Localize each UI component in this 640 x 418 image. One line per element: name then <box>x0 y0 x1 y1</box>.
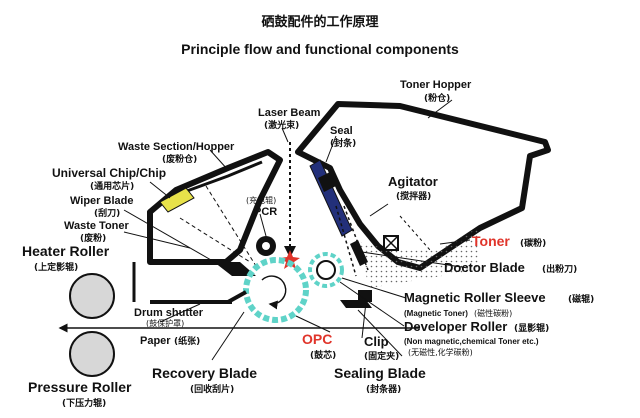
toner-hopper-body <box>295 101 551 271</box>
label-toner-hopper-cn: (粉仓) <box>424 92 450 104</box>
label-pcr-cn: (充电辊) <box>246 195 276 205</box>
clip <box>358 290 372 302</box>
label-laser-beam: Laser Beam <box>258 107 321 119</box>
label-pressure-roller-cn: (下压力辊) <box>62 397 106 409</box>
label-paper: Paper <box>140 335 171 347</box>
label-opc: OPC <box>302 331 332 347</box>
label-non-magnetic-cn: (无磁性,化学碳粉) <box>408 347 473 357</box>
label-clip: Clip <box>364 334 389 349</box>
label-waste-toner: Waste Toner <box>64 220 130 232</box>
label-heater-roller: Heater Roller <box>22 243 110 259</box>
sealing-blade <box>340 300 372 308</box>
agitator-box <box>383 235 399 251</box>
heater-roller <box>69 273 115 319</box>
wiper-blade <box>214 262 256 276</box>
label-waste-toner-cn: (废粉) <box>80 232 106 244</box>
pressure-roller <box>69 331 115 377</box>
label-toner: Toner <box>472 233 510 249</box>
opc-drum <box>243 257 309 323</box>
label-clip-cn: (固定夹) <box>364 350 399 362</box>
label-seal-cn: (封条) <box>330 137 356 149</box>
label-sealing-blade-cn: (封条器) <box>366 383 401 395</box>
laser-hit-icon <box>280 250 300 269</box>
label-seal: Seal <box>330 125 353 137</box>
label-magnetic-toner: (Magnetic Toner) <box>404 309 468 318</box>
label-waste-section: Waste Section/Hopper <box>118 141 235 153</box>
label-universal-chip: Universal Chip/Chip <box>52 166 166 180</box>
label-pressure-roller: Pressure Roller <box>28 379 132 395</box>
label-sealing-blade: Sealing Blade <box>334 365 426 381</box>
label-laser-beam-cn: (激光束) <box>264 119 299 131</box>
toner-powder <box>355 228 478 288</box>
label-pcr: PCR <box>254 206 277 218</box>
waste-hopper-body <box>147 149 283 265</box>
label-magnetic-toner-cn: (磁性碳粉) <box>474 308 512 318</box>
doctor-blade <box>350 240 368 266</box>
title-cn: 硒鼓配件的工作原理 <box>261 14 378 30</box>
label-agitator: Agitator <box>388 174 438 189</box>
label-universal-chip-cn: (通用芯片) <box>90 180 134 192</box>
label-recovery-blade-cn: (回收刮片) <box>190 383 234 395</box>
label-paper-cn: (纸张) <box>174 335 200 347</box>
label-toner-cn: (碳粉) <box>520 237 546 249</box>
label-wiper-blade: Wiper Blade <box>70 195 133 207</box>
title-en: Principle flow and functional components <box>181 41 459 57</box>
label-non-magnetic: (Non magnetic,chemical Toner etc.) <box>404 337 539 346</box>
label-opc-cn: (鼓芯) <box>310 349 336 361</box>
label-magnetic-roller-sleeve: Magnetic Roller Sleeve <box>404 290 546 305</box>
universal-chip <box>159 187 195 213</box>
label-magnetic-roller-sleeve-cn: (磁辊) <box>568 293 594 305</box>
label-agitator-cn: (搅拌器) <box>396 190 431 202</box>
label-drum-shutter: Drum shutter <box>134 307 204 319</box>
label-doctor-blade-cn: (出粉刀) <box>542 263 577 275</box>
label-doctor-blade: Doctor Blade <box>444 260 525 275</box>
label-toner-hopper: Toner Hopper <box>400 79 472 91</box>
label-developer-roller: Developer Roller <box>404 319 507 334</box>
label-recovery-blade: Recovery Blade <box>152 365 257 381</box>
label-heater-roller-cn: (上定影辊) <box>34 261 78 273</box>
label-waste-section-cn: (废粉仓) <box>162 153 197 165</box>
label-drum-shutter-cn: (鼓保护罩) <box>146 318 184 328</box>
label-developer-roller-cn: (显影辊) <box>514 322 549 334</box>
label-wiper-blade-cn: (刮刀) <box>94 207 120 219</box>
